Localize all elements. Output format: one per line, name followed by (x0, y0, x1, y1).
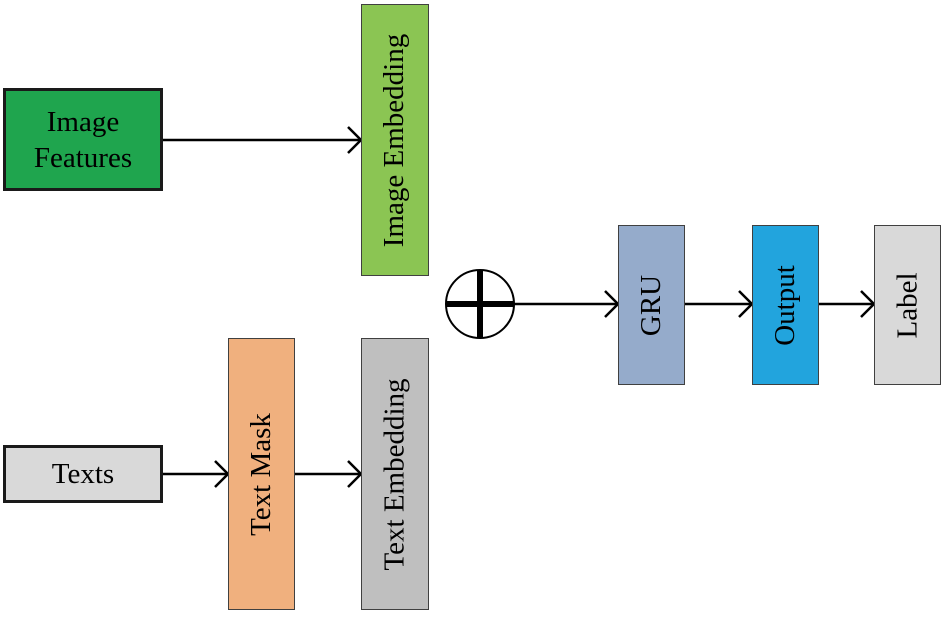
gru-label: GRU (634, 274, 667, 336)
texts-node: Texts (3, 445, 163, 503)
text-embedding-label: Text Embedding (378, 377, 411, 571)
text-mask-node: Text Mask (228, 338, 295, 610)
output-label: Output (769, 264, 801, 346)
texts-label: Texts (51, 458, 115, 490)
output-node: Output (752, 225, 819, 385)
image-embedding-label: Image Embedding (378, 33, 411, 247)
gru-node: GRU (618, 225, 685, 385)
image-features-line2: Features (33, 141, 133, 174)
concat-circle-plus-icon (445, 269, 515, 339)
label-node: Label (874, 225, 941, 385)
image-features-line1: Image (46, 105, 120, 138)
image-features-node: Image Features (3, 88, 163, 191)
image-embedding-node: Image Embedding (361, 4, 429, 276)
text-mask-label: Text Mask (245, 412, 277, 536)
text-embedding-node: Text Embedding (361, 338, 429, 610)
label-label: Label (891, 271, 924, 339)
